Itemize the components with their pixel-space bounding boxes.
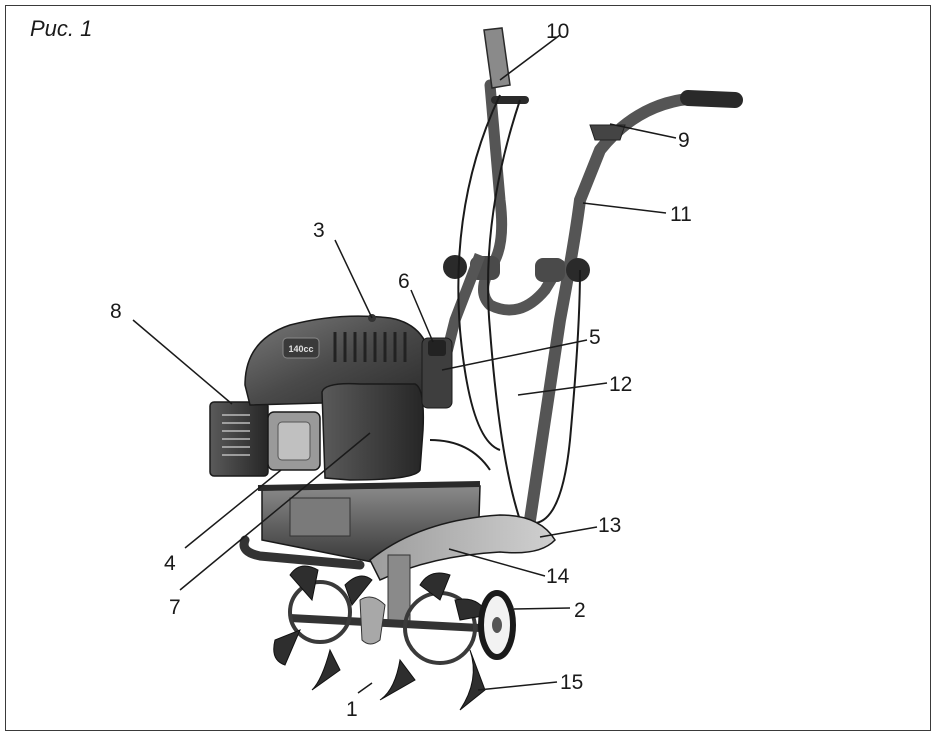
callout-15: 15	[560, 671, 583, 694]
engine-badge: 140cc	[288, 344, 313, 354]
fender	[369, 514, 556, 581]
callout-11: 11	[670, 203, 692, 226]
callout-6: 6	[398, 270, 410, 293]
callout-4: 4	[164, 552, 176, 575]
callout-13: 13	[598, 514, 621, 537]
callout-12: 12	[609, 373, 632, 396]
right-adjust-knob	[566, 258, 590, 282]
figure-title: Рис. 1	[30, 16, 93, 41]
gearbox-housing	[359, 596, 386, 645]
right-handle-tube	[524, 92, 706, 526]
engine: 140cc	[244, 314, 453, 481]
tine-shaft	[289, 614, 481, 632]
front-bumper-bar	[239, 535, 365, 570]
tiller-tines	[273, 565, 489, 711]
left-handle-tube	[478, 79, 566, 316]
air-filter-cover	[321, 382, 425, 481]
callout-9: 9	[678, 129, 690, 152]
control-cables	[429, 94, 581, 525]
carburetor-face	[277, 421, 311, 461]
callout-2: 2	[574, 599, 586, 622]
muffler	[209, 401, 269, 477]
callout-7: 7	[169, 596, 181, 619]
handle-grip	[680, 90, 743, 108]
leader-lines	[132, 34, 677, 694]
transport-wheel	[478, 590, 516, 660]
callout-numbers: 1 2 3 4 5 6 7 8 9 10 11 12 13 14 15	[110, 20, 692, 721]
callout-8: 8	[110, 300, 122, 323]
callout-3: 3	[313, 219, 325, 242]
callout-10: 10	[546, 20, 569, 43]
fuel-cap	[428, 340, 446, 356]
throttle-lever	[483, 27, 511, 89]
callout-1: 1	[346, 698, 358, 721]
callout-5: 5	[589, 326, 601, 349]
handlebar-assembly	[434, 27, 743, 526]
engine-badge-plate	[282, 337, 320, 359]
callout-14: 14	[546, 565, 570, 588]
left-adjust-knob	[443, 255, 467, 279]
cooling-fins	[333, 332, 407, 362]
right-clamp	[535, 258, 565, 282]
clutch-lever	[589, 124, 626, 141]
